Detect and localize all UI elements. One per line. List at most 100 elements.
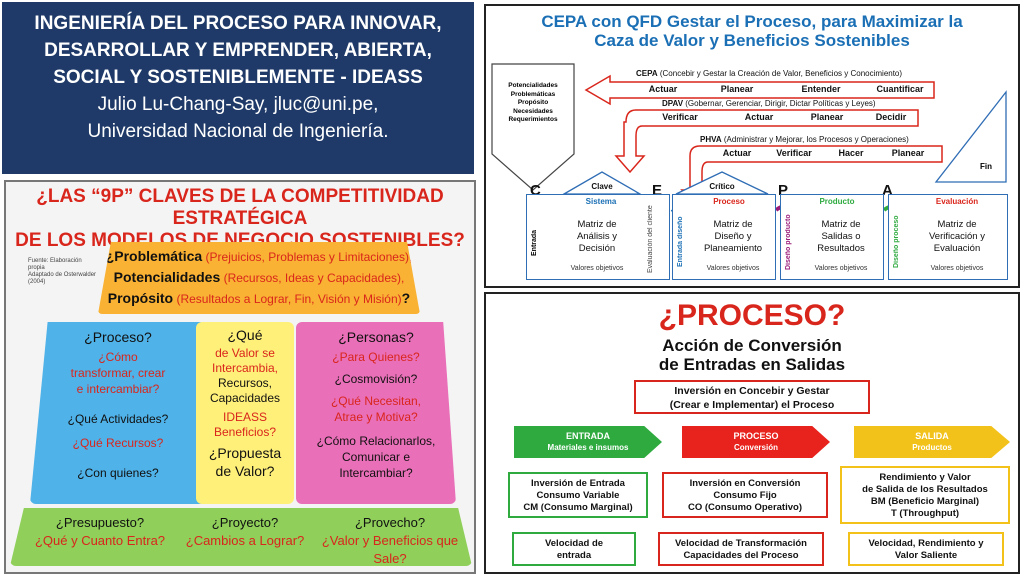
proceso-title: ¿PROCESO?: [658, 299, 846, 332]
cycle-name: DPAV: [662, 99, 684, 108]
velocidad-line: Velocidad, Rendimiento y: [868, 538, 984, 549]
que-line: de Valor?: [215, 463, 275, 479]
salida-head: SALIDA: [915, 431, 949, 441]
proceso-line: e intercambiar?: [76, 382, 160, 396]
matrix-salidas-box: Producto Diseño producto Matriz de Salid…: [780, 194, 884, 280]
personas-line: Intercambiar?: [339, 466, 413, 480]
inputs-pentagon-shape: [491, 63, 575, 191]
matrix-line: Verificación y: [929, 231, 985, 242]
velocidad-salida-box: Velocidad, Rendimiento y Valor Saliente: [848, 532, 1004, 566]
proposito-label: Propósito: [107, 290, 174, 306]
que-line: IDEASS: [222, 410, 267, 424]
proceso-subtitle: Acción de Conversión de Entradas en Sali…: [486, 336, 1018, 374]
proceso-line: ¿Cómo: [98, 350, 138, 364]
proyecto-cell: ¿Proyecto? ¿Cambios a Lograr?: [180, 514, 310, 550]
proceso-arrow: PROCESO Conversión: [682, 426, 830, 458]
box3-text: Matriz de Salidas o Resultados: [799, 219, 883, 255]
phva-cycle-label: PHVA (Administrar y Mejorar, los Proceso…: [700, 135, 909, 144]
personas-line: Atrae y Motiva?: [334, 410, 418, 424]
personas-line: ¿Cómo Relacionarlos,: [316, 434, 436, 448]
salida-line: T (Throughput): [890, 508, 960, 519]
cycle-step: Actuar: [648, 84, 678, 94]
matrix-line: Evaluación: [933, 243, 981, 254]
proceso-sub: Conversión: [733, 443, 778, 452]
velocidad-line: Valor Saliente: [894, 550, 958, 561]
proceso-subtitle-line: de Entradas en Salidas: [658, 355, 846, 374]
que-line: Beneficios?: [213, 425, 277, 439]
matrix-line: Salidas o: [821, 231, 861, 242]
author-line: Julio Lu-Chang-Say, jluc@uni.pe,: [97, 94, 379, 115]
fin-label: Fin: [980, 162, 992, 171]
potencialidades-label: Potencialidades: [113, 269, 221, 285]
que-heading: ¿Qué: [227, 327, 263, 343]
institution-line: Universidad Nacional de Ingeniería.: [87, 121, 389, 142]
house1-values: Valores objetivos: [570, 265, 624, 272]
house1-side: Entrada: [531, 229, 538, 257]
cycle-step: Planear: [720, 84, 754, 94]
nine-p-title-line: ¿LAS “9P” CLAVES DE LA COMPETITIVIDAD ES…: [36, 186, 444, 229]
inversion-line: (Crear e Implementar) el Proceso: [669, 399, 835, 411]
matrix-line: Matriz de: [713, 219, 753, 230]
entrada-arrow: ENTRADA Materiales e insumos: [514, 426, 662, 458]
proceso-heading: ¿Proceso?: [84, 329, 152, 345]
proceso-line: ¿Qué Actividades?: [67, 412, 169, 426]
salida-sub: Productos: [912, 443, 952, 452]
proceso-line: ¿Con quienes?: [77, 466, 159, 480]
col-que: ¿Qué de Valor se Intercambia, Recursos, …: [196, 322, 294, 504]
que-line: ¿Propuesta: [208, 445, 282, 461]
provecho-question: ¿Valor y Beneficios que Sale?: [321, 533, 459, 566]
proceso-panel: ¿PROCESO? Acción de Conversión de Entrad…: [484, 292, 1020, 574]
house2-side: Entrada diseño: [677, 216, 684, 268]
house2-values: Valores objetivos: [706, 265, 760, 272]
problematica-label: ¿Problemática: [105, 248, 203, 264]
velocidad-transformacion-box: Velocidad de Transformación Capacidades …: [658, 532, 824, 566]
cycle-step: Decidir: [875, 112, 907, 122]
cycle-desc: (Administrar y Mejorar, los Procesos y O…: [721, 135, 909, 144]
proceso-head: PROCESO: [733, 431, 779, 441]
proposito-end: ?: [401, 290, 411, 306]
cycle-step: Planear: [810, 112, 844, 122]
col-proceso: ¿Proceso? ¿Cómo transformar, crear e int…: [30, 322, 206, 504]
proceso-line: ¿Qué Recursos?: [72, 436, 164, 450]
matrix-line: Diseño y: [714, 231, 752, 242]
letter-p: P: [778, 182, 789, 199]
inputs-list-item: Requerimientos: [508, 116, 558, 123]
source-line: (2004): [28, 279, 46, 285]
velocidad-line: entrada: [556, 550, 592, 561]
provecho-label: ¿Provecho?: [354, 515, 426, 530]
que-line: Recursos,: [217, 376, 273, 390]
salida-line: Rendimiento y Valor: [879, 472, 971, 483]
entrada-box: Inversión de Entrada Consumo Variable CM…: [508, 472, 648, 518]
inputs-list-item: Potencialidades: [508, 82, 558, 89]
salida-box: Rendimiento y Valor de Salida de los Res…: [840, 466, 1010, 524]
matrix-line: Decisión: [578, 243, 616, 254]
cepa-cycle-label: CEPA (Concebir y Gestar la Creación de V…: [636, 69, 902, 78]
box4-text: Matriz de Verificación y Evaluación: [907, 219, 1007, 255]
title-block: INGENIERÍA DEL PROCESO PARA INNOVAR, DES…: [2, 2, 474, 174]
matrix-verificacion-box: Evaluación Diseño proceso Matriz de Veri…: [888, 194, 1008, 280]
house1-text: Matriz de Análisis y Decisión: [549, 219, 645, 255]
nine-p-panel: ¿LAS “9P” CLAVES DE LA COMPETITIVIDAD ES…: [4, 180, 476, 574]
house2-text: Matriz de Diseño y Planeamiento: [691, 219, 775, 255]
house1-side2: Evaluación del cliente: [647, 205, 654, 273]
letter-e: E: [652, 182, 663, 199]
potencialidades-value: (Recursos, Ideas y Capacidades),: [220, 271, 405, 285]
presupuesto-label: ¿Presupuesto?: [55, 515, 145, 530]
inputs-list-item: Necesidades: [513, 107, 553, 115]
matrix-line: Matriz de: [937, 219, 977, 230]
proceso-subtitle-line: Acción de Conversión: [662, 336, 842, 355]
conversion-line: Inversión en Conversión: [689, 478, 801, 489]
house2-head: Proceso: [713, 197, 745, 206]
salida-line: de Salida de los Resultados: [862, 484, 988, 495]
letter-a: A: [882, 182, 893, 199]
proyecto-label: ¿Proyecto?: [211, 515, 279, 530]
matrix-analisis-box: Sistema Entrada Evaluación del cliente M…: [526, 194, 670, 280]
velocidad-line: Capacidades del Proceso: [683, 550, 799, 561]
source-line: Fuente: Elaboración propia: [28, 258, 82, 271]
salida-line: BM (Beneficio Marginal): [870, 496, 980, 507]
cycle-name: PHVA: [700, 135, 722, 144]
cycle-step: Cuantificar: [876, 84, 924, 94]
title-line: SOCIAL Y SOSTENIBLEMENTE - IDEASS: [53, 67, 423, 88]
velocidad-line: Velocidad de Transformación: [675, 538, 807, 549]
matrix-line: Matriz de: [821, 219, 861, 230]
